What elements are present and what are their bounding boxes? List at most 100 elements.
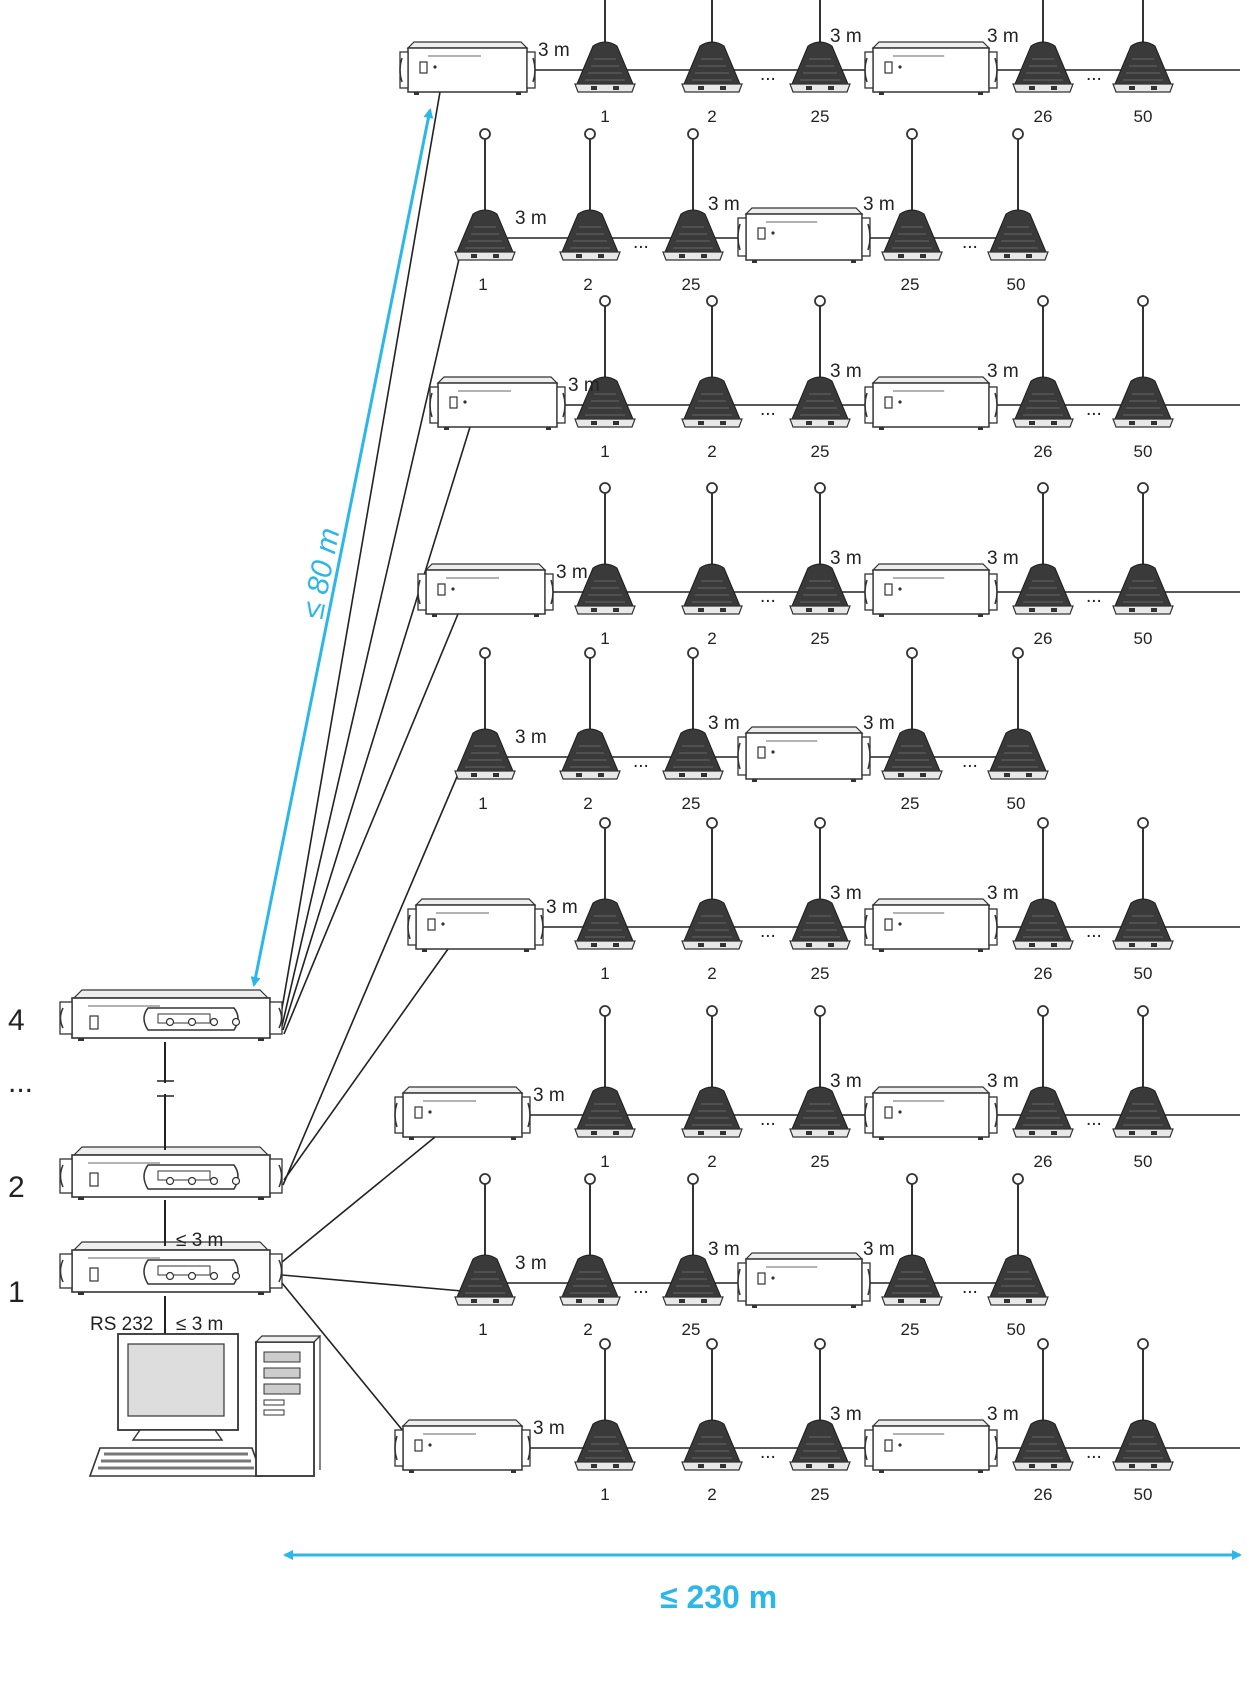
extension-unit-icon [737,726,871,782]
delegate-number: 1 [600,1152,609,1171]
trunk-cable [279,91,441,1021]
continuation-ellipsis: ... [633,751,649,772]
delegate-unit-icon [559,128,621,261]
delegate-number: 25 [811,442,830,461]
continuation-ellipsis: ... [1086,399,1102,420]
delegate-number: 50 [1007,275,1026,294]
extension-unit-icon [864,898,998,952]
cable-length-label: 3 m [538,40,570,61]
cable-length-label: 3 m [533,1418,565,1439]
delegate-unit-icon [1012,1005,1074,1138]
cable-length-label: 3 m [987,1404,1019,1425]
delegate-number: 1 [478,1320,487,1339]
cable-length-label: 3 m [987,26,1019,47]
delegate-number: 25 [682,1320,701,1339]
delegate-number: 2 [707,1485,716,1504]
delegate-unit-icon [574,1338,636,1471]
distance-80m-label: ≤ 80 m [296,525,346,621]
delegate-unit-icon [881,647,943,780]
delegate-number: 2 [707,1152,716,1171]
central-unit-stack [59,989,283,1340]
delegate-unit-icon [789,0,851,93]
delegate-number: 50 [1007,1320,1026,1339]
delegate-unit-icon [789,482,851,615]
delegate-unit-icon [681,482,743,615]
cable-length-label: 3 m [515,208,547,229]
delegate-unit-icon [662,647,724,780]
delegate-number: 2 [583,794,592,813]
delegate-unit-icon [1012,0,1074,93]
distance-230m-label: ≤ 230 m [660,1579,777,1615]
delegate-unit-icon [559,647,621,780]
delegate-number: 26 [1034,964,1053,983]
continuation-ellipsis: ... [760,1442,776,1463]
continuation-ellipsis: ... [962,1277,978,1298]
cable-length-label: 3 m [987,548,1019,569]
cable-length-label: 3 m [533,1085,565,1106]
delegate-unit-icon [454,647,516,780]
delegate-unit-icon [987,128,1049,261]
delegate-unit-icon [1012,295,1074,428]
delegate-number: 1 [600,629,609,648]
delegate-number: 50 [1134,1152,1153,1171]
delegate-unit-icon [1112,295,1174,428]
delegate-unit-icon [1112,482,1174,615]
cable-length-label: 3 m [830,26,862,47]
extension-unit-icon [399,41,536,95]
extension-unit-icon [394,1419,531,1473]
extension-unit-icon [864,41,998,95]
trunk-cable [281,1274,463,1292]
extension-unit-icon [864,1419,998,1473]
delegate-unit-icon [574,1005,636,1138]
cable-length-label: 3 m [863,713,895,734]
delegate-unit-icon [1112,0,1174,93]
continuation-ellipsis: ... [760,64,776,85]
delegate-number: 26 [1034,1152,1053,1171]
continuation-ellipsis: ... [633,232,649,253]
delegate-unit-icon [574,817,636,950]
delegate-unit-icon [662,1173,724,1306]
continuation-ellipsis: ... [1086,1442,1102,1463]
delegate-number: 1 [478,794,487,813]
cable-length-label: 3 m [708,713,740,734]
cable-length-label: 3 m [830,1404,862,1425]
extension-unit-icon [417,563,554,617]
trunk-cables [279,91,471,1471]
delegate-number: 50 [1134,442,1153,461]
delegate-unit-icon [681,295,743,428]
delegate-number: 25 [811,629,830,648]
extension-unit-icon [407,898,544,952]
cable-length-label: 3 m [830,883,862,904]
delegate-number: 25 [811,1152,830,1171]
delegate-unit-icon [681,1005,743,1138]
extension-unit-icon [864,563,998,617]
trunk-cable [283,948,449,1181]
delegate-number: 50 [1007,794,1026,813]
delegate-number: 2 [707,107,716,126]
delegate-number: 25 [811,1485,830,1504]
cable-length-label: 3 m [987,361,1019,382]
delegate-number: 25 [901,1320,920,1339]
extension-unit-icon [864,376,998,430]
central-unit-1 [59,1241,283,1295]
delegate-unit-icon [559,1173,621,1306]
cable-length-label: 3 m [863,1239,895,1260]
delegate-unit-icon [454,1173,516,1306]
central-unit-1-label: 1 [8,1276,25,1309]
delegate-unit-icon [681,817,743,950]
cable-length-label: 3 m [830,548,862,569]
delegate-number: 2 [707,629,716,648]
continuation-ellipsis: ... [962,751,978,772]
delegate-number: 25 [811,964,830,983]
central-unit-4 [59,989,283,1041]
central-unit-2-label: 2 [8,1171,25,1204]
delegate-number: 25 [901,794,920,813]
extension-unit-icon [737,207,871,263]
